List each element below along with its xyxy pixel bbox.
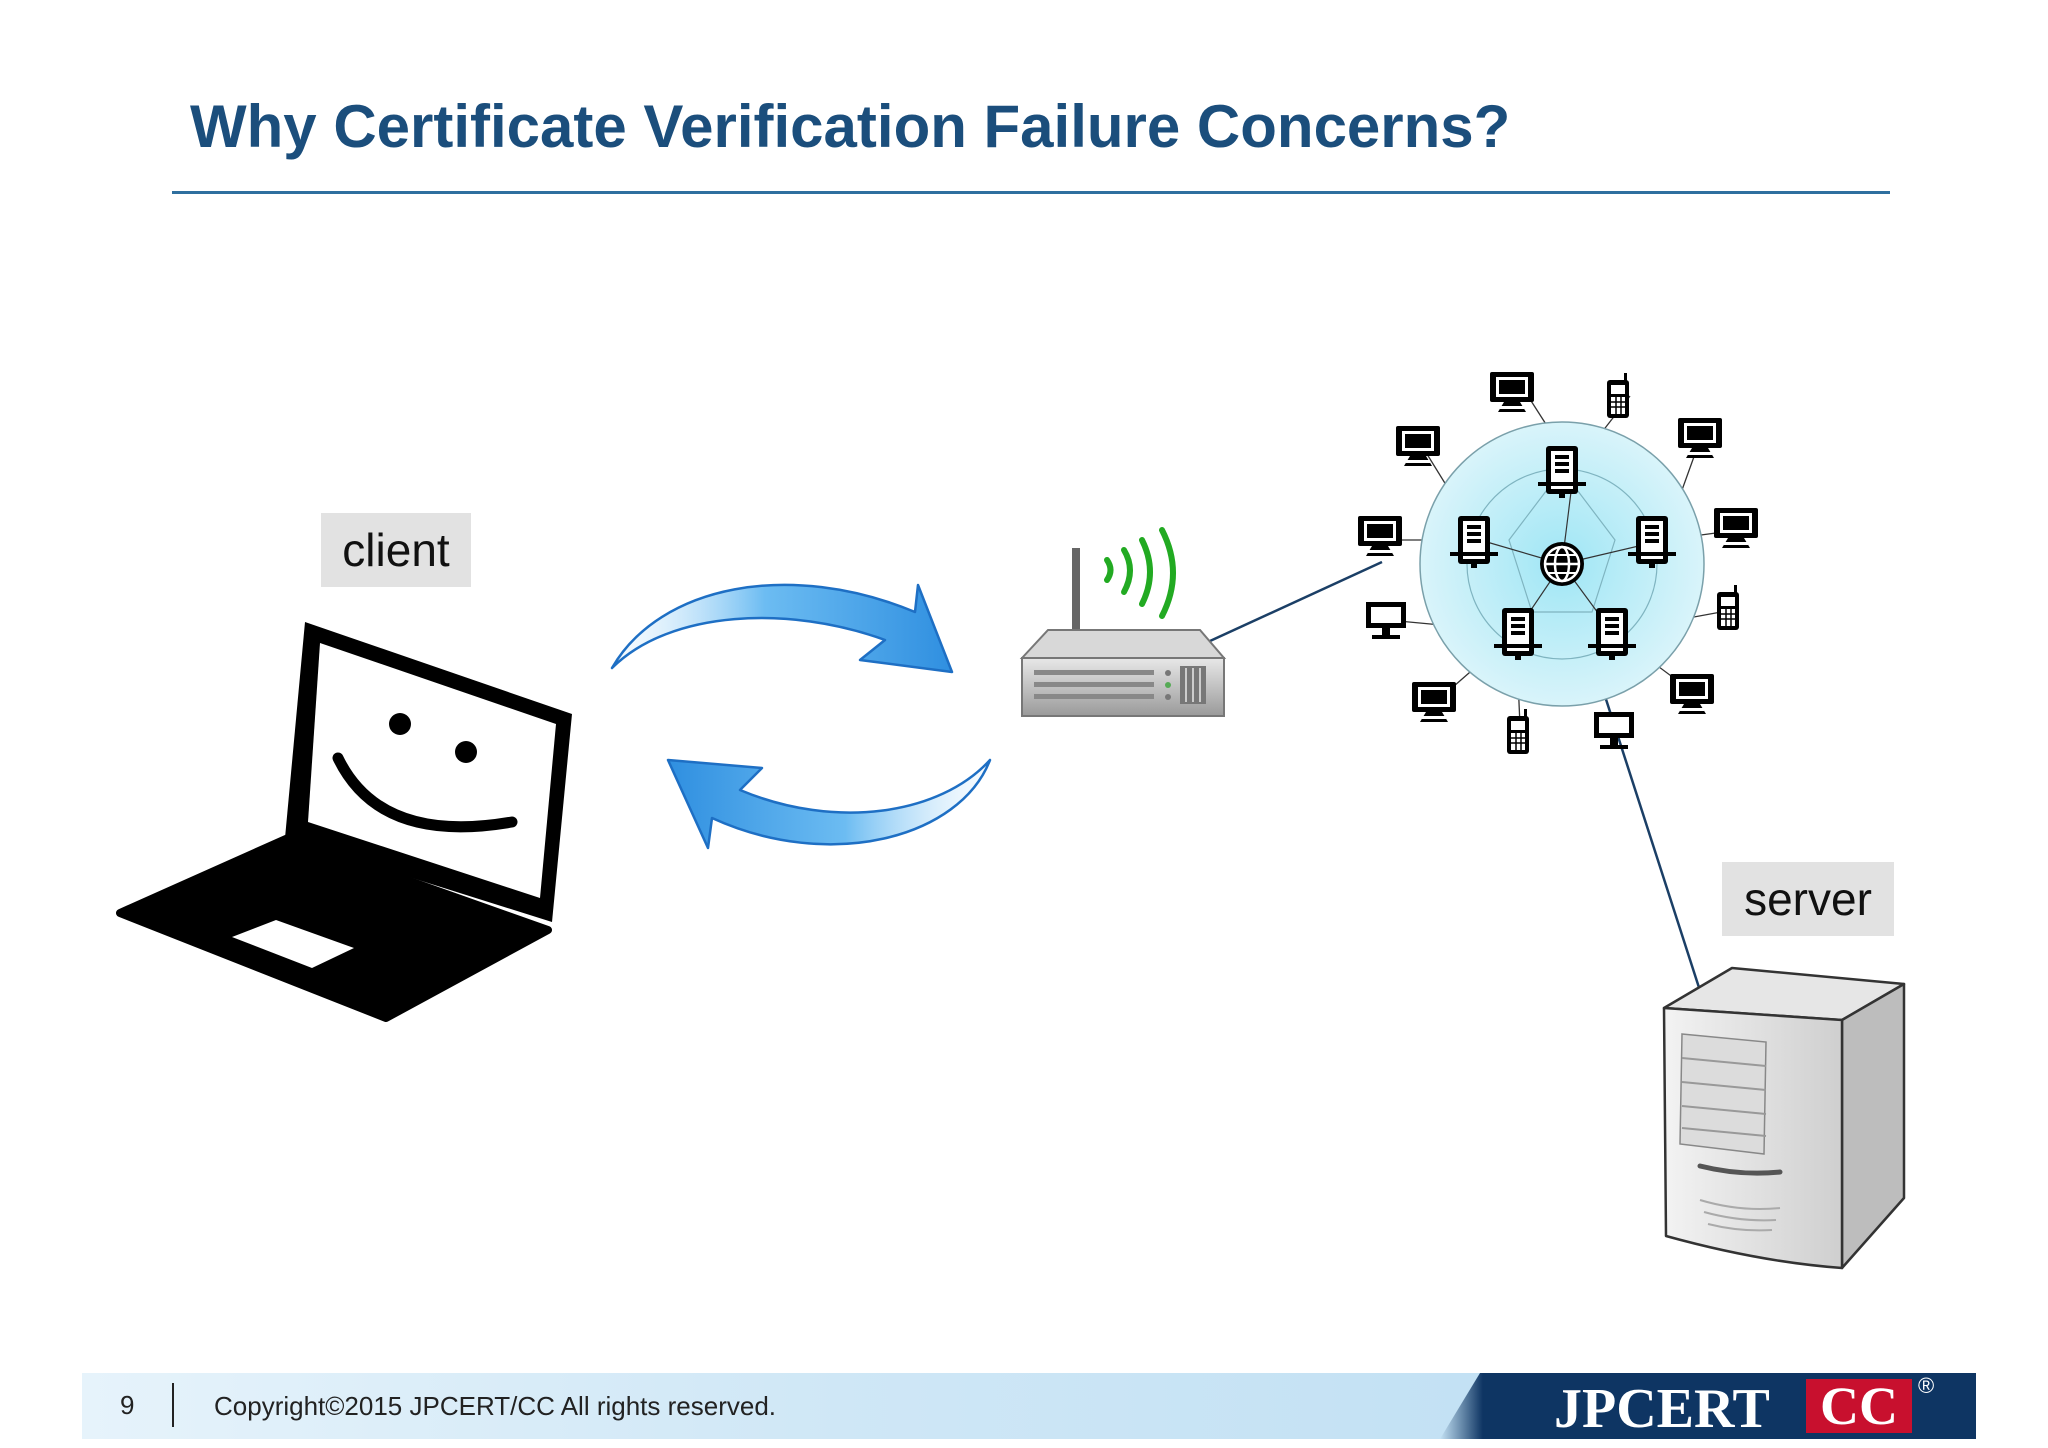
network-links: [1209, 560, 1705, 1001]
jpcert-logo: JPCERT CC ®: [1440, 1373, 1976, 1440]
copyright-text: Copyright©2015 JPCERT/CC All rights rese…: [214, 1391, 777, 1421]
page-title: Why Certificate Verification Failure Con…: [190, 93, 1511, 160]
logo-registered-mark: ®: [1918, 1373, 1935, 1398]
client-label: client: [321, 513, 471, 587]
page-number: 9: [120, 1390, 135, 1420]
tower-server-icon: [1662, 966, 1906, 1270]
title-divider: [172, 191, 1890, 194]
exchange-arrows-icon: [610, 583, 992, 850]
laptop-smiley-icon: [116, 622, 572, 1022]
wifi-router-icon: [1019, 527, 1227, 717]
logo-cc-badge: CC: [1806, 1379, 1912, 1433]
network-cloud-icon: [1358, 372, 1758, 755]
server-label: server: [1722, 862, 1894, 936]
logo-text: JPCERT: [1554, 1378, 1770, 1440]
footer-separator: [172, 1383, 174, 1427]
